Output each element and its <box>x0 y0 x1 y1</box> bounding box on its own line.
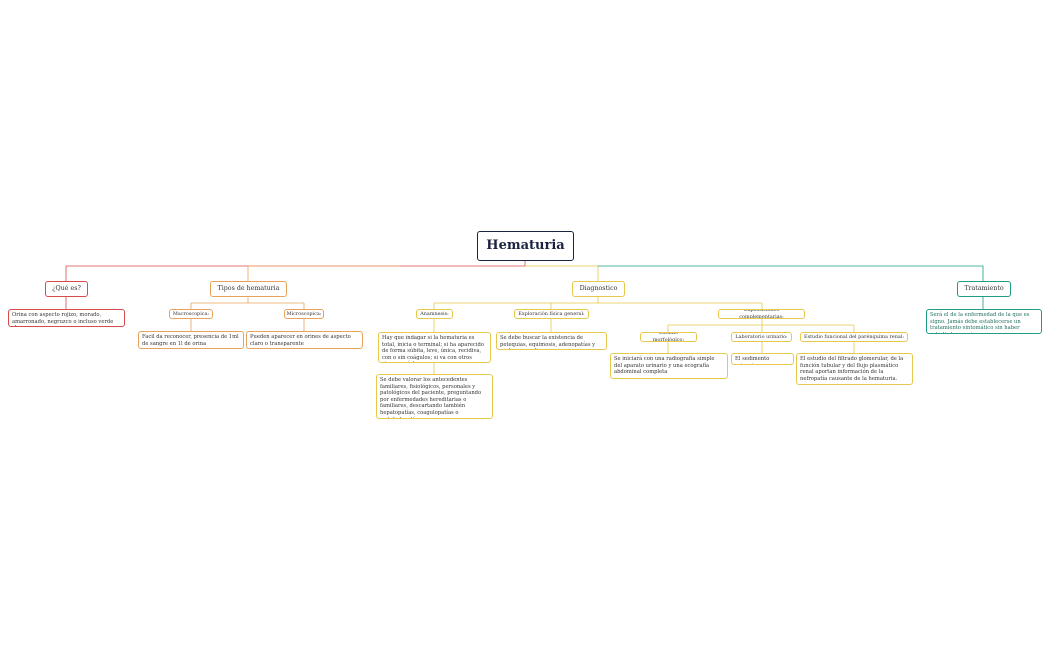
subtopic-macroscopica[interactable]: Macroscopica: <box>169 309 213 319</box>
anamnesis-text-1[interactable]: Hay que indagar si la hematuria es total… <box>378 332 491 363</box>
subtopic-anamnesis[interactable]: Anamnesis: <box>416 309 453 319</box>
macroscopica-description[interactable]: Facil da reconocer, presencia de 1ml de … <box>138 331 244 349</box>
central-topic[interactable]: Hematuria <box>477 231 574 261</box>
topic-tipos-hematuria[interactable]: Tipos de hematuria <box>210 281 287 297</box>
estudio-funcional-text[interactable]: El estudio del filtrado glomerular, de l… <box>796 353 913 385</box>
subtopic-estudio-morfologico[interactable]: Estudio morfológico: <box>640 332 697 342</box>
subtopic-microscopica[interactable]: Microscopica: <box>284 309 324 319</box>
tratamiento-text[interactable]: Será el de la enfermedad de la que es si… <box>926 309 1042 334</box>
exploracion-fisica-text[interactable]: Se debe buscar la existencia de petequia… <box>496 332 607 350</box>
anamnesis-text-2[interactable]: Se debe valorar los antecedentes familia… <box>376 374 493 419</box>
que-es-definition[interactable]: Orina con aspecto rojizo, morado, amarro… <box>8 309 125 327</box>
subtopic-exploracion-fisica[interactable]: Exploración física general: <box>514 309 589 319</box>
estudio-morfologico-text[interactable]: Se iniciará con una radiografía simple d… <box>610 353 728 379</box>
subtopic-laboratorio-urinario[interactable]: Laboratorio urinario: <box>731 332 792 342</box>
laboratorio-urinario-text[interactable]: El sedimento urinario <box>731 353 794 365</box>
topic-diagnostico[interactable]: Diagnostico <box>572 281 625 297</box>
subtopic-exploraciones-complementarias[interactable]: Exploraciones complementarias: <box>718 309 805 319</box>
subtopic-estudio-funcional[interactable]: Estudio funcional del parénquima renal: <box>800 332 908 342</box>
microscopica-description[interactable]: Pueden aparecer en orines de aspecto cla… <box>246 331 363 349</box>
topic-que-es[interactable]: ¿Qué es? <box>45 281 88 297</box>
topic-tratamiento[interactable]: Tratamiento <box>957 281 1011 297</box>
